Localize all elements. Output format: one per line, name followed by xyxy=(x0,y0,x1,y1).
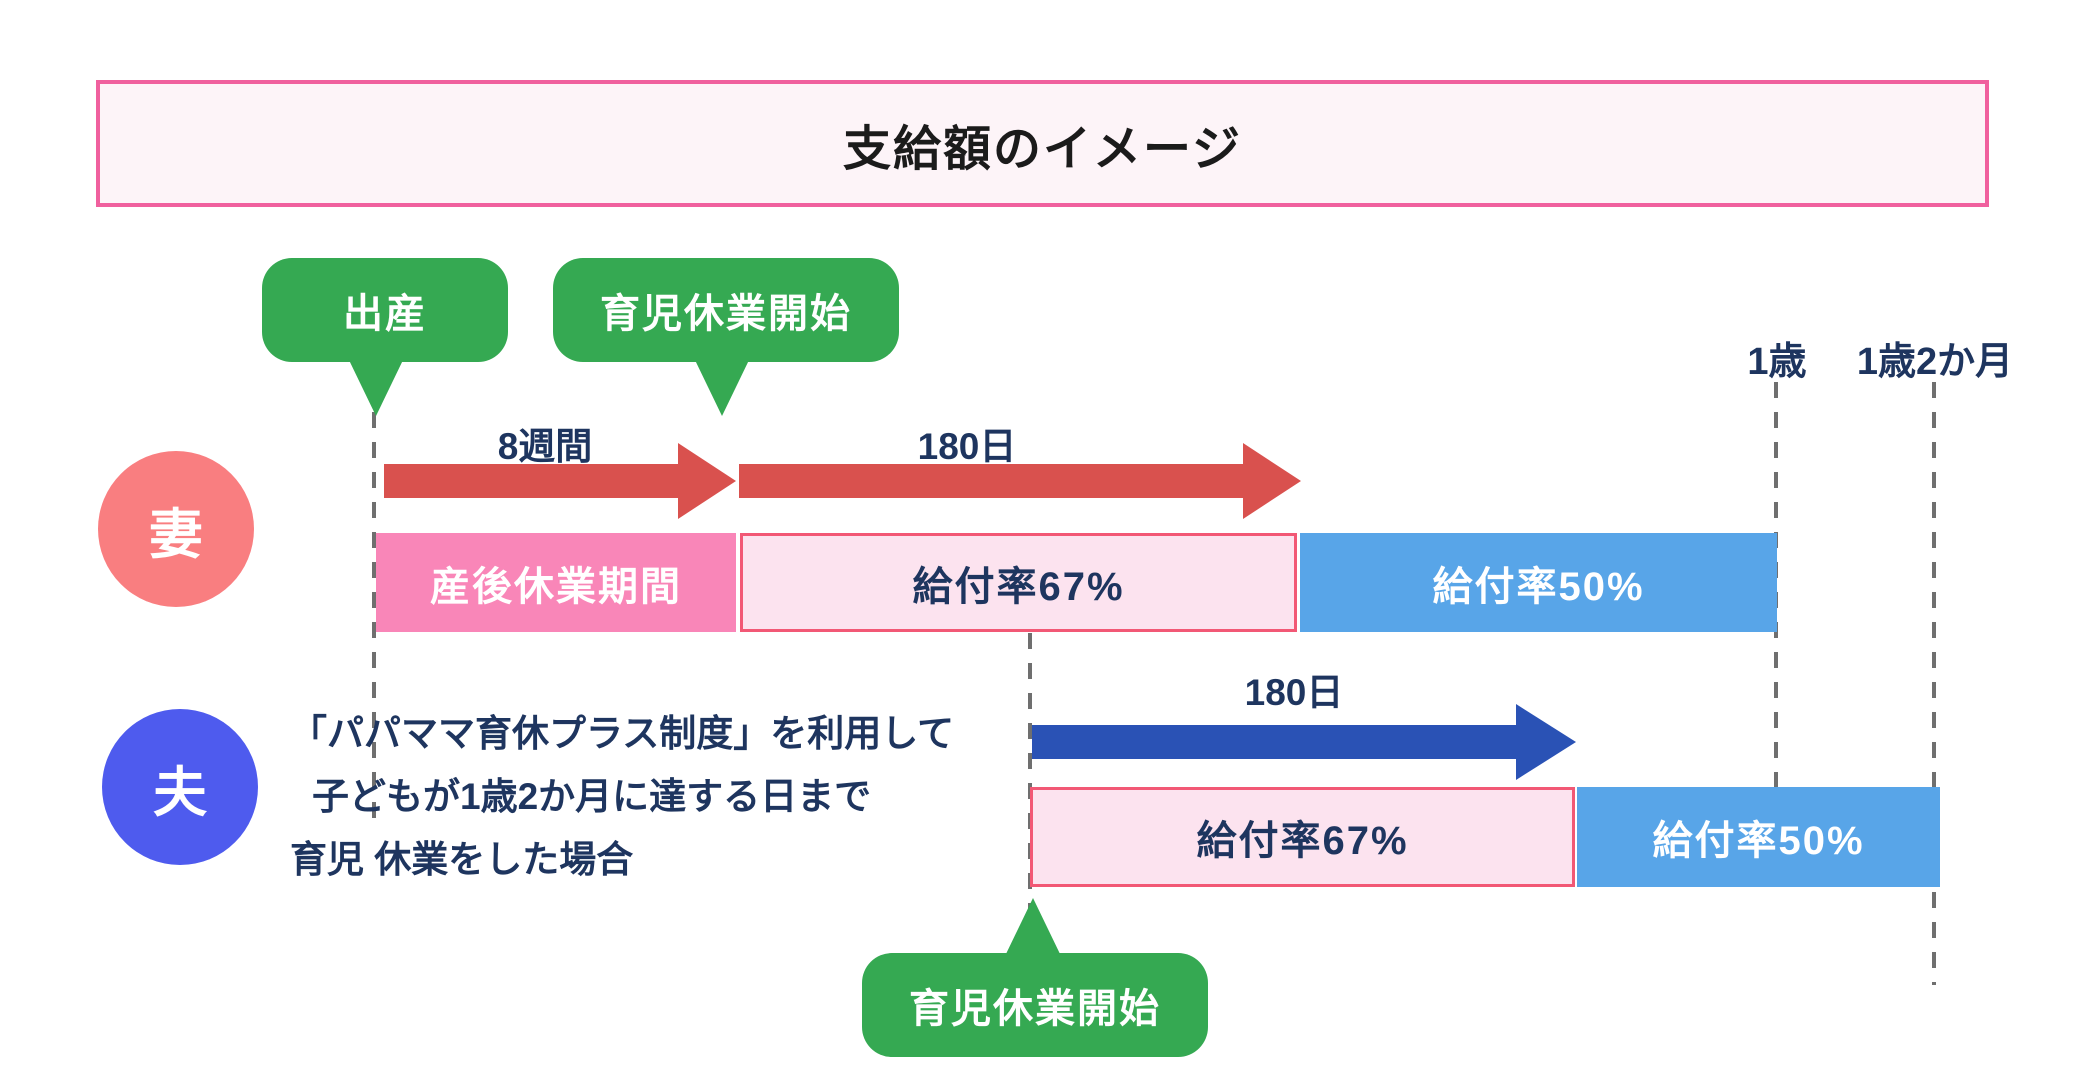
husband-arrow-180days-head xyxy=(1516,704,1576,780)
wife-arrow-8weeks-body xyxy=(384,464,678,498)
husband-bar-benefit-67: 給付率67% xyxy=(1030,787,1575,887)
husband-bar-benefit-50: 給付率50% xyxy=(1577,787,1940,887)
age-label-1y2m: 1歳2か月 xyxy=(1856,341,2014,383)
husband-description-line3: 育児 休業をした場合 xyxy=(290,839,634,880)
husband-arrow-180days-body xyxy=(1032,725,1516,759)
wife-bar-benefit-50: 給付率50% xyxy=(1300,533,1777,632)
wife-span-180days-label: 180日 xyxy=(917,426,1017,467)
event-bubble-birth: 出産 xyxy=(262,258,508,362)
husband-span-180days-label: 180日 xyxy=(1244,672,1344,713)
husband-description-line2: 子どもが1歳2か月に達する日まで xyxy=(312,776,872,817)
husband-circle: 夫 xyxy=(102,709,258,865)
wife-circle: 妻 xyxy=(98,451,254,607)
page-title: 支給額のイメージ xyxy=(96,80,1989,207)
event-bubble-husband-leave-start: 育児休業開始 xyxy=(862,953,1208,1057)
wife-bar-benefit-67: 給付率67% xyxy=(740,533,1297,632)
bubble-tail-birth xyxy=(348,358,404,416)
dashed-line-age-1y2m xyxy=(1932,382,1936,985)
bubble-tail-wife-leave-start xyxy=(694,358,750,416)
wife-span-8weeks-label: 8週間 xyxy=(497,426,593,467)
husband-description-line1: 「パパママ育休プラス制度」を利用して xyxy=(290,713,955,754)
husband-description: 「パパママ育休プラス制度」を利用して 子どもが1歳2か月に達する日まで 育児 休… xyxy=(290,702,1060,891)
wife-arrow-8weeks-head xyxy=(678,443,736,519)
wife-arrow-180days-body xyxy=(739,464,1243,498)
age-label-1: 1歳 xyxy=(1747,341,1807,383)
event-bubble-wife-leave-start: 育児休業開始 xyxy=(553,258,899,362)
wife-bar-postnatal-leave: 産後休業期間 xyxy=(376,533,736,632)
wife-arrow-180days-head xyxy=(1243,443,1301,519)
bubble-tail-husband-leave-start xyxy=(1005,898,1061,956)
dashed-line-birth xyxy=(372,412,376,825)
